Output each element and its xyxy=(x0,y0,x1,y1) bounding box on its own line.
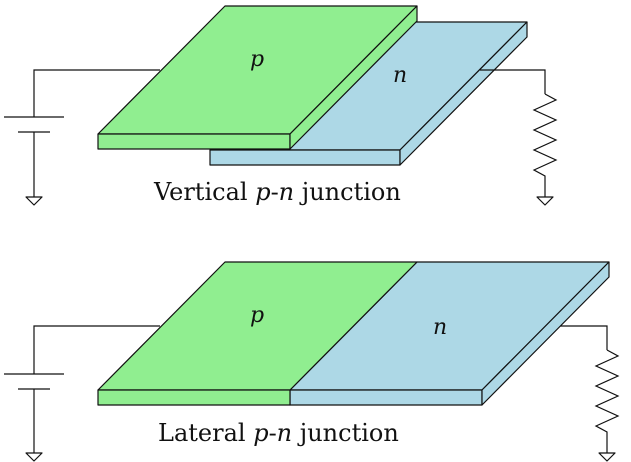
lateral-left-wire xyxy=(33,325,160,374)
lateral-battery xyxy=(4,373,64,453)
vertical-left-ground-icon xyxy=(25,196,43,206)
vertical-caption: Vertical p-n junction xyxy=(154,178,401,206)
vertical-junction: p n xyxy=(4,5,558,206)
lateral-p-region xyxy=(97,261,418,406)
lateral-right-wire xyxy=(545,325,608,350)
lateral-n-label: n xyxy=(433,315,447,340)
vertical-p-layer xyxy=(97,5,418,150)
vertical-n-label: n xyxy=(393,63,407,88)
lateral-left-ground-icon xyxy=(25,452,43,462)
lateral-junction: p n xyxy=(4,261,620,462)
lateral-n-region xyxy=(289,261,610,406)
vertical-left-wire xyxy=(33,69,160,117)
lateral-resistor-icon xyxy=(594,349,620,453)
vertical-p-label: p xyxy=(250,47,264,72)
lateral-right-ground-icon xyxy=(598,452,616,462)
lateral-p-label: p xyxy=(250,303,264,328)
vertical-battery xyxy=(4,116,64,197)
lateral-caption: Lateral p-n junction xyxy=(158,419,399,447)
vertical-right-wire xyxy=(480,69,546,94)
vertical-resistor-icon xyxy=(532,93,558,197)
vertical-right-ground-icon xyxy=(536,196,554,206)
